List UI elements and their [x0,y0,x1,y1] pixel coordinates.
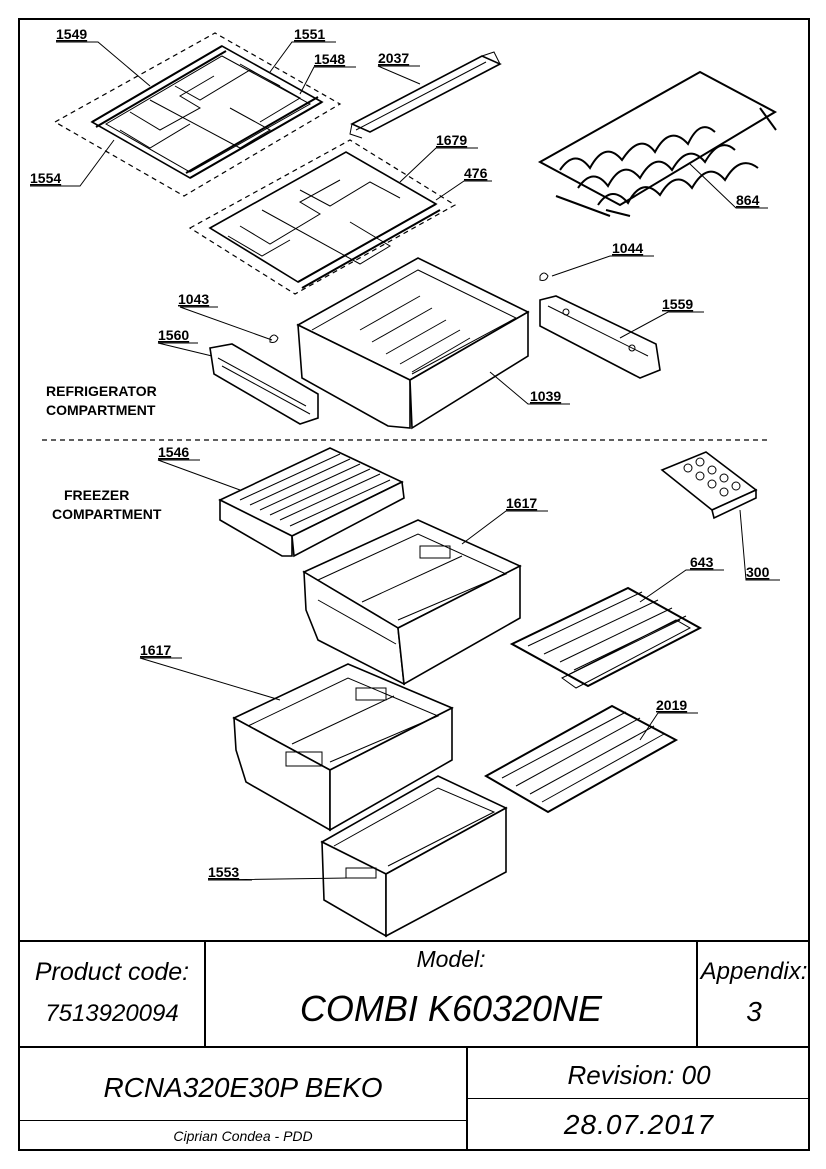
title-block-divider-1 [204,940,206,1048]
callout-1039: 1039 [530,388,561,404]
callout-476: 476 [464,165,488,181]
callout-1559: 1559 [662,296,693,312]
title-block-divider-5 [18,1120,466,1121]
shelf-rail-2037 [349,51,502,139]
revision-text: Revision: 00 [567,1059,711,1090]
date-text: 28.07.2017 [563,1109,715,1140]
product-code-label: Product code: [34,957,190,986]
freezer-label-line2: COMPARTMENT [52,506,162,522]
appendix-label: Appendix: [700,958,808,985]
model-value: COMBI K60320NE [299,988,603,1029]
callout-1617-lower: 1617 [140,642,171,658]
title-block-top-border [18,940,810,942]
freezer-drawer-upper-1617 [302,519,522,686]
callout-300: 300 [746,564,770,580]
title-block-divider-4 [466,1098,810,1099]
callout-2019: 2019 [656,697,687,713]
variant-text: RCNA320E30P BEKO [103,1072,383,1103]
title-block-divider-2 [696,940,698,1048]
product-code-value: 7513920094 [45,1000,179,1027]
freezer-shelf-1546 [218,447,405,558]
callout-1617-upper: 1617 [506,495,537,511]
callout-1553: 1553 [208,864,239,880]
drawing-sheet [18,18,810,1151]
wine-rack-864 [537,70,778,217]
freezer-label-line1: FREEZER [64,487,130,503]
glass-shelf-lower [188,139,457,295]
callout-643: 643 [690,554,714,570]
callout-1044: 1044 [612,240,643,256]
callout-1551: 1551 [294,26,325,42]
refrigerator-label-line2: COMPARTMENT [46,402,156,418]
callout-864: 864 [736,192,760,208]
leader-lines [30,41,780,881]
bottom-drawer-1553 [320,775,508,938]
clip-1043 [269,334,279,343]
freezer-section-label: FREEZER COMPARTMENT [52,486,161,524]
callout-2037: 2037 [378,50,409,66]
callout-1554: 1554 [30,170,61,186]
callout-labels: 1549 1551 1548 2037 1554 1679 476 864 10… [30,26,770,880]
callout-1560: 1560 [158,327,189,343]
author-text: Ciprian Condea - PDD [173,1128,313,1144]
callout-1043: 1043 [178,291,209,307]
freezer-drawer-lower-1617 [232,663,454,832]
wire-shelf-643 [509,586,703,689]
appendix-value: 3 [746,996,762,1027]
refrigerator-label-line1: REFRIGERATOR [46,383,157,399]
callout-1679: 1679 [436,132,467,148]
ice-tray-300 [660,451,758,520]
crisper-drawer-1039 [296,257,530,430]
callout-1549: 1549 [56,26,87,42]
refrigerator-section-label: REFRIGERATOR COMPARTMENT [46,382,157,420]
title-block-mid-border [18,1046,810,1048]
clip-1044 [539,272,549,281]
callout-1546: 1546 [158,444,189,460]
side-rail-1560 [209,343,319,425]
callout-1548: 1548 [314,51,345,67]
model-label: Model: [416,945,486,972]
wire-shelf-2019 [483,704,679,814]
side-rail-1559 [539,295,661,379]
glass-shelf-upper [53,32,342,197]
